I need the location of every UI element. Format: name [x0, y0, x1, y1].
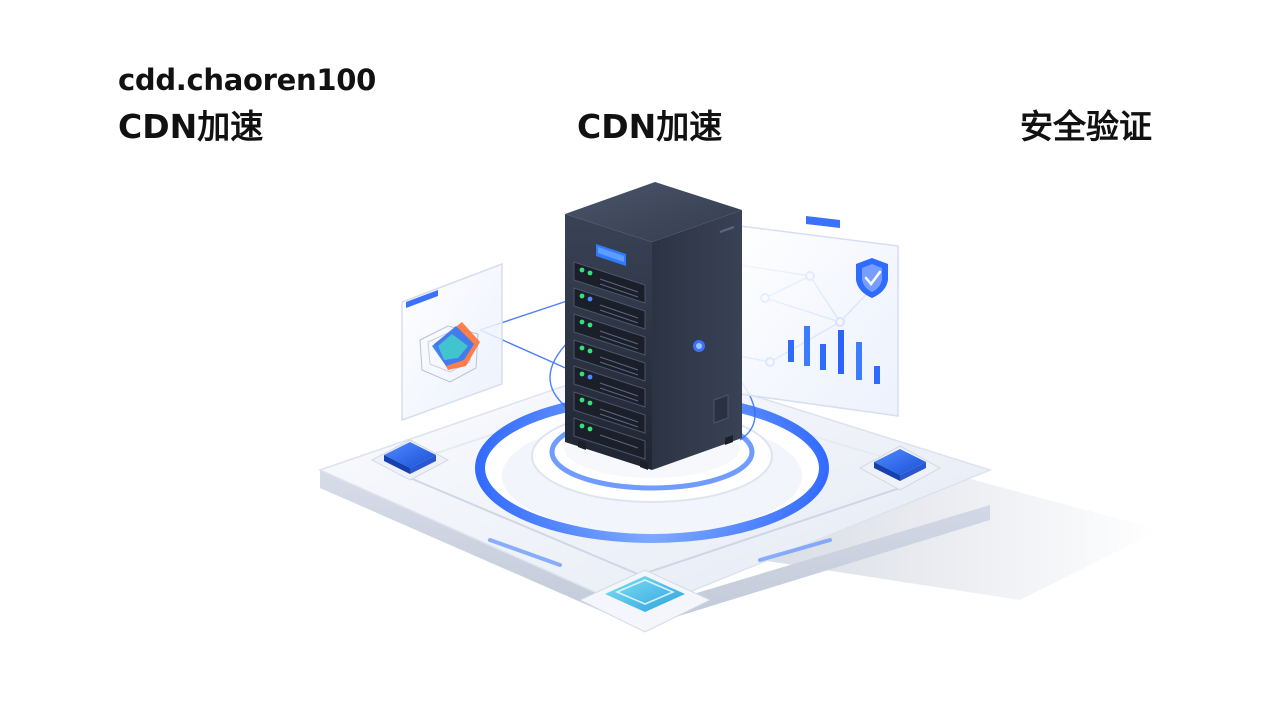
corner-module-front [578, 569, 712, 633]
corner-module-right [858, 445, 942, 491]
site-name: cdd.chaoren100 [118, 63, 377, 97]
title-security: 安全验证 [1020, 107, 1152, 146]
server-rack-icon [565, 182, 742, 470]
title-cdn-center: CDN加速 [577, 107, 723, 146]
radar-chart-icon [401, 262, 503, 422]
platform-side [320, 470, 990, 628]
title-cdn-left: CDN加速 [118, 107, 264, 146]
shield-icon [856, 258, 888, 298]
corner-module-left [370, 439, 450, 481]
bar-chart-icon [739, 216, 899, 417]
